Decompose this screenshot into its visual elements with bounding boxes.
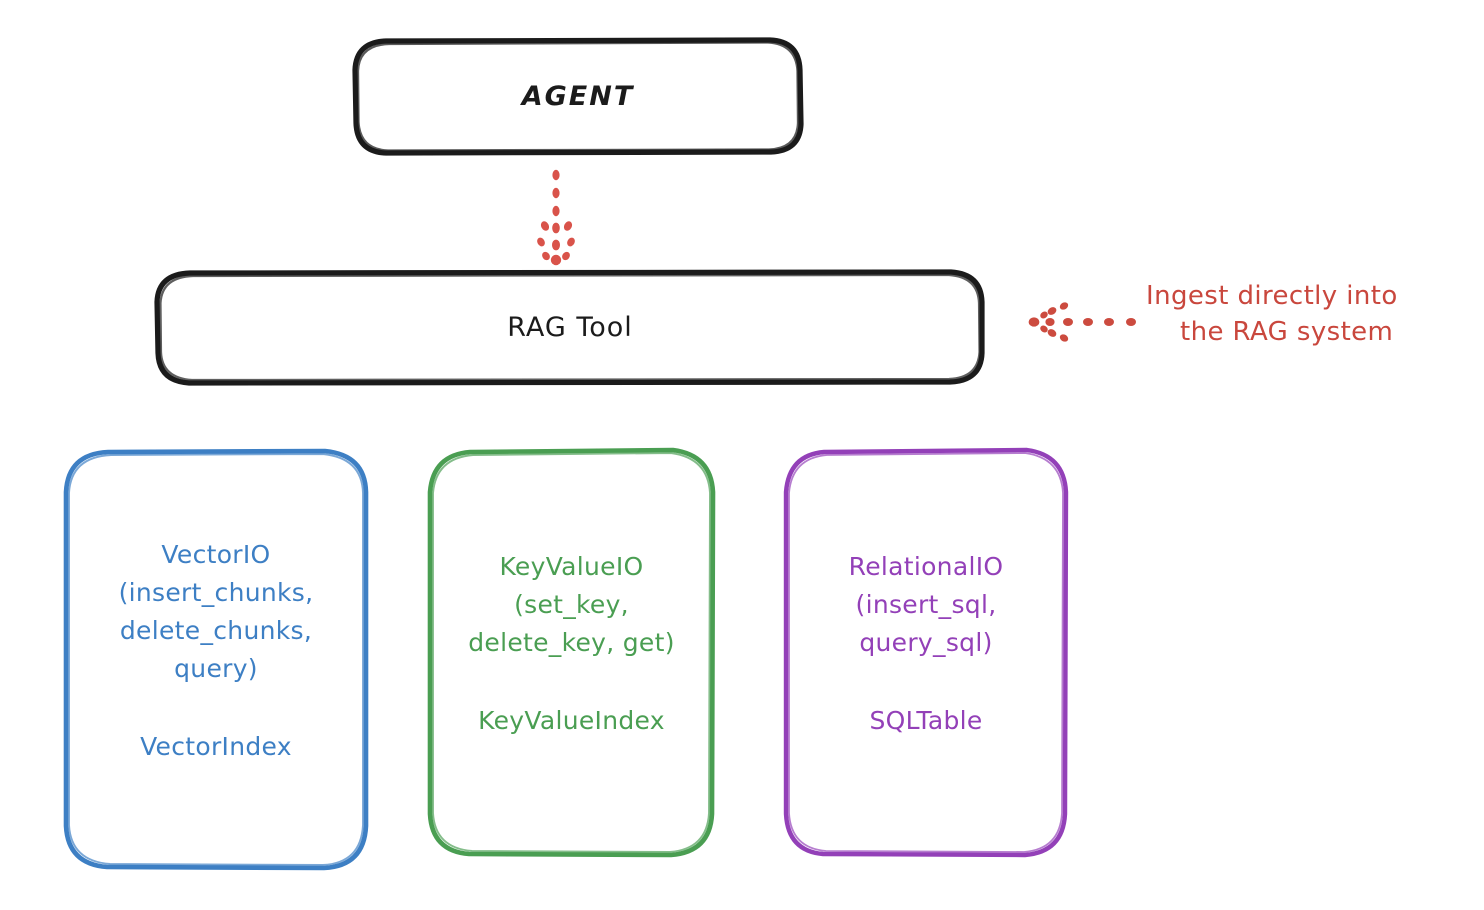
agent-label: AGENT xyxy=(521,81,635,112)
relationalio-box-outline xyxy=(783,447,1069,858)
agent-box-outline xyxy=(352,37,804,156)
rag-tool-box-outline xyxy=(154,269,985,386)
node-key-value-io[interactable]: KeyValueIO (set_key, delete_key, get) Ke… xyxy=(430,450,713,855)
key-value-io-title: KeyValueIO (set_key, delete_key, get) xyxy=(468,552,675,657)
key-value-index-label: KeyValueIndex xyxy=(478,706,665,735)
vector-index-label: VectorIndex xyxy=(140,732,292,761)
node-agent[interactable]: AGENT xyxy=(355,40,801,153)
ingest-annotation: Ingest directly into the RAG system xyxy=(1146,278,1476,350)
vector-io-title: VectorIO (insert_chunks, delete_chunks, … xyxy=(118,540,314,683)
vectorio-box-outline xyxy=(63,448,369,871)
ingest-annotation-line-2: the RAG system xyxy=(1180,317,1394,347)
rag-tool-label: RAG Tool xyxy=(507,312,633,343)
node-rag-tool[interactable]: RAG Tool xyxy=(157,272,983,383)
node-relational-io[interactable]: RelationalIO (insert_sql, query_sql) SQL… xyxy=(786,450,1066,855)
keyvalueio-box-outline xyxy=(427,447,716,858)
dotted-arrow-left-icon xyxy=(1028,302,1136,342)
ingest-annotation-line-1: Ingest directly into xyxy=(1146,281,1398,311)
dotted-arrow-down-icon xyxy=(537,169,575,266)
node-vector-io[interactable]: VectorIO (insert_chunks, delete_chunks, … xyxy=(66,450,366,868)
relational-io-title: RelationalIO (insert_sql, query_sql) xyxy=(848,552,1004,657)
sql-table-label: SQLTable xyxy=(869,706,983,735)
